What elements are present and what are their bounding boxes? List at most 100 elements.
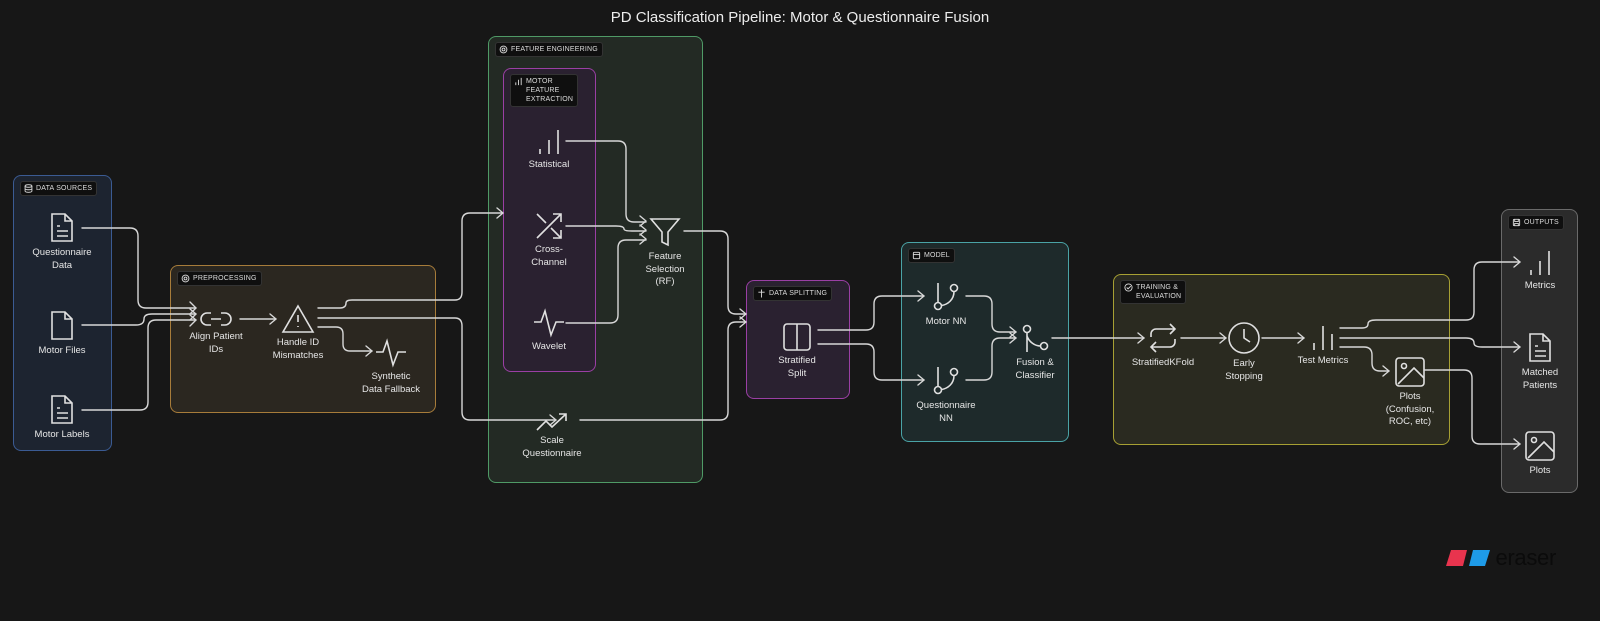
node-matched-patients[interactable]: Matched Patients: [1485, 332, 1595, 392]
node-label: Plots (Confusion, ROC, etc): [1385, 391, 1435, 427]
eraser-logo-text: eraser: [1495, 545, 1556, 570]
bar-chart-icon: [515, 77, 522, 86]
edge: [1180, 332, 1227, 344]
node-label: Motor Labels: [34, 429, 90, 440]
shuffle-icon: [536, 213, 562, 239]
edge: [317, 317, 557, 426]
edge: [965, 295, 1017, 381]
node-early-stopping[interactable]: Early Stopping: [1189, 321, 1299, 383]
group-label-text: Motor Feature Extraction: [526, 78, 574, 103]
node-metrics-output[interactable]: Metrics: [1485, 249, 1595, 293]
package-icon: [912, 251, 921, 260]
split-icon: [758, 289, 765, 298]
edge: [1051, 332, 1145, 344]
git-branch-icon: [933, 283, 959, 311]
node-stratified-split[interactable]: Stratified Split: [742, 322, 852, 380]
node-statistical[interactable]: Statistical: [494, 128, 604, 172]
group-data-splitting: Data Splitting: [746, 280, 850, 399]
git-merge-icon: [1022, 324, 1049, 352]
image-icon: [1525, 431, 1555, 461]
file-text-icon: [51, 395, 73, 424]
node-label: Questionnaire Data: [32, 247, 92, 271]
edge: [317, 326, 373, 357]
node-handle-id-mismatches[interactable]: Handle ID Mismatches: [243, 304, 353, 362]
edge: [1261, 332, 1305, 344]
node-label: Cross- Channel: [531, 244, 567, 268]
group-label: Motor Feature Extraction: [510, 74, 579, 107]
node-fusion-classifier[interactable]: Fusion & Classifier: [980, 322, 1090, 382]
columns-icon: [783, 323, 811, 351]
node-questionnaire-data[interactable]: Questionnaire Data: [7, 212, 117, 272]
group-training-evaluation: Training & Evaluation: [1113, 274, 1450, 445]
node-wavelet[interactable]: Wavelet: [494, 308, 604, 354]
activity-icon: [534, 308, 564, 338]
node-test-metrics[interactable]: Test Metrics: [1268, 324, 1378, 368]
group-label-text: Outputs: [1524, 219, 1559, 226]
node-plots-eval[interactable]: Plots (Confusion, ROC, etc): [1355, 356, 1465, 429]
group-label: Outputs: [1508, 215, 1564, 230]
node-feature-selection[interactable]: Feature Selection (RF): [610, 216, 720, 289]
node-label: Motor Files: [38, 345, 86, 356]
node-scale-questionnaire[interactable]: Scale Questionnaire: [497, 412, 607, 460]
repeat-icon: [1149, 323, 1177, 353]
edge: [1339, 337, 1521, 353]
node-motor-files[interactable]: Motor Files: [7, 310, 117, 358]
bar-chart-icon: [1313, 326, 1333, 350]
check-circle-icon: [1124, 283, 1133, 292]
node-synthetic-data-fallback[interactable]: Synthetic Data Fallback: [336, 338, 446, 396]
gear-icon: [181, 274, 190, 283]
group-label-text: Data Sources: [36, 185, 93, 192]
node-plots-output[interactable]: Plots: [1485, 430, 1595, 478]
node-label: Feature Selection (RF): [645, 251, 685, 287]
node-label: Wavelet: [532, 341, 566, 352]
node-label: StratifiedKFold: [1131, 357, 1195, 368]
node-label: Stratified Split: [778, 355, 816, 379]
edge: [239, 313, 277, 325]
activity-icon: [376, 338, 406, 368]
edge: [579, 230, 747, 421]
node-label: Scale Questionnaire: [522, 435, 582, 459]
file-icon: [51, 311, 73, 340]
clock-icon: [1228, 322, 1260, 354]
node-label: Matched Patients: [1521, 367, 1559, 391]
database-icon: [24, 184, 33, 193]
edge: [817, 290, 925, 331]
eraser-logo[interactable]: eraser: [1445, 545, 1556, 571]
node-stratified-kfold[interactable]: StratifiedKFold: [1108, 322, 1218, 370]
eraser-logo-icon: [1446, 550, 1491, 566]
node-label: Motor NN: [925, 316, 967, 327]
node-label: Early Stopping: [1225, 358, 1263, 382]
node-motor-nn[interactable]: Motor NN: [891, 281, 1001, 329]
node-label: Synthetic Data Fallback: [361, 371, 421, 395]
filter-icon: [649, 218, 681, 247]
node-motor-labels[interactable]: Motor Labels: [7, 394, 117, 442]
edge: [1339, 256, 1521, 329]
group-label-text: Feature Engineering: [511, 46, 598, 53]
group-label: Data Splitting: [753, 286, 833, 301]
node-cross-channel[interactable]: Cross- Channel: [494, 211, 604, 269]
node-label: Questionnaire NN: [916, 400, 976, 424]
node-align-patient-ids[interactable]: Align Patient IDs: [161, 310, 271, 356]
node-label: Metrics: [1524, 280, 1556, 291]
node-label: Test Metrics: [1297, 355, 1349, 366]
edge: [81, 227, 197, 411]
group-model: Model: [901, 242, 1069, 442]
link-icon: [200, 312, 232, 326]
node-label: Handle ID Mismatches: [272, 337, 324, 361]
group-preprocessing: Preprocessing: [170, 265, 436, 413]
group-label-text: Model: [924, 252, 950, 259]
group-label: Training & Evaluation: [1120, 280, 1187, 304]
group-motor-feature-extraction: Motor Feature Extraction: [503, 68, 596, 372]
edge: [1424, 369, 1521, 450]
file-text-icon: [51, 213, 73, 242]
node-label: Plots: [1529, 465, 1551, 476]
gear-icon: [499, 45, 508, 54]
save-icon: [1512, 218, 1521, 227]
image-icon: [1395, 357, 1425, 387]
edge: [565, 140, 647, 324]
node-questionnaire-nn[interactable]: Questionnaire NN: [891, 365, 1001, 425]
group-label: Model: [908, 248, 955, 263]
group-label: Data Sources: [20, 181, 98, 196]
edge: [1339, 346, 1390, 377]
